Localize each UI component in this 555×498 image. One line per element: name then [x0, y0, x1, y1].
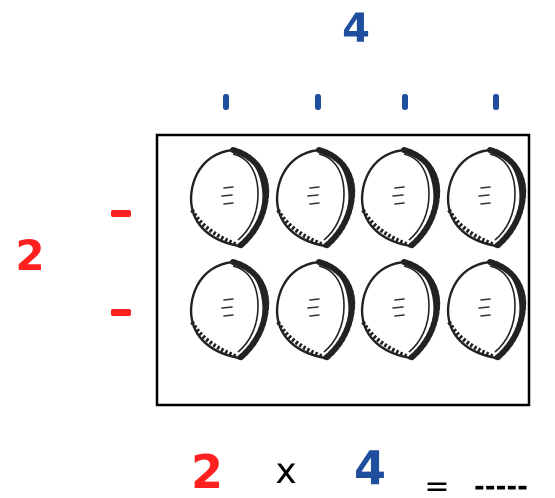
column-tick [223, 94, 229, 110]
equation-equals: = [424, 469, 449, 498]
column-tick [402, 94, 408, 110]
row-tick [111, 210, 131, 217]
column-tick [493, 94, 499, 110]
equation-operator: x [275, 451, 296, 492]
equation: 2 x 4 = ----- [191, 441, 528, 498]
equation-left-factor: 2 [191, 445, 223, 498]
rows-count-label: 2 [15, 231, 44, 280]
row-tick [111, 309, 131, 316]
equation-right-factor: 4 [354, 441, 386, 495]
column-tick-marks [223, 94, 499, 110]
row-tick-marks [111, 210, 131, 316]
column-tick [315, 94, 321, 110]
equation-answer-blank: ----- [474, 472, 528, 498]
columns-count-label: 4 [342, 6, 370, 52]
